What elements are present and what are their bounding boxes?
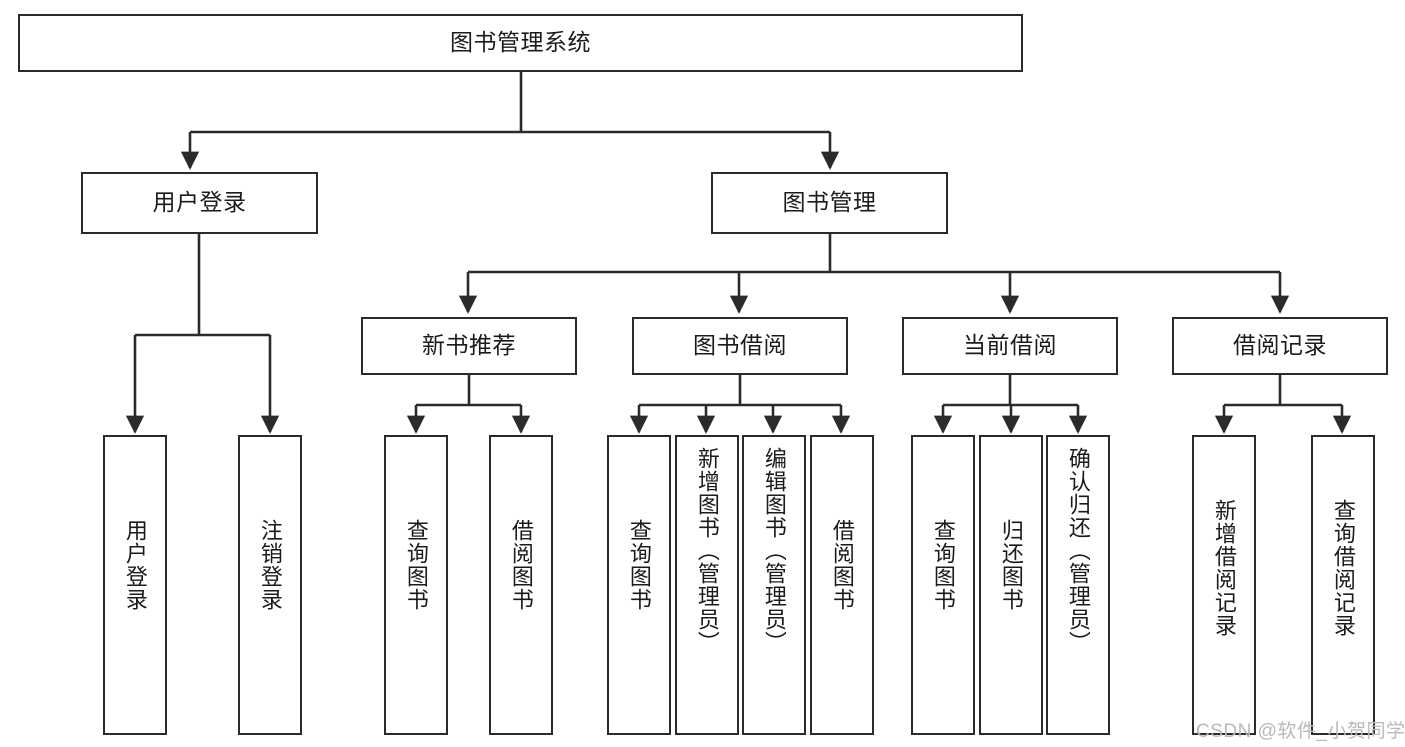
node-leaf-logout-login-label: 注销登录 xyxy=(258,519,282,611)
node-book-management[interactable]: 图书管理 xyxy=(711,172,948,234)
node-leaf-query-book-2-label: 查询图书 xyxy=(627,519,651,611)
node-leaf-logout-login[interactable]: 注销登录 xyxy=(238,435,302,735)
node-leaf-query-borrow-record[interactable]: 查询借阅记录 xyxy=(1311,435,1375,735)
node-leaf-borrow-book-2-label: 借阅图书 xyxy=(830,519,854,611)
node-leaf-confirm-return-label: 确认归还（管理员） xyxy=(1066,447,1090,654)
node-leaf-return-book-label: 归还图书 xyxy=(999,519,1023,611)
node-book-borrow[interactable]: 图书借阅 xyxy=(632,317,848,375)
node-leaf-add-book-label: 新增图书（管理员） xyxy=(695,447,719,654)
node-leaf-query-book-2[interactable]: 查询图书 xyxy=(607,435,671,735)
node-leaf-query-book-3[interactable]: 查询图书 xyxy=(911,435,975,735)
node-leaf-edit-book-label: 编辑图书（管理员） xyxy=(762,447,786,654)
node-leaf-add-borrow-record-label: 新增借阅记录 xyxy=(1212,499,1236,637)
node-root-label: 图书管理系统 xyxy=(450,29,591,56)
node-leaf-user-login-label: 用户登录 xyxy=(123,519,147,611)
node-leaf-return-book[interactable]: 归还图书 xyxy=(979,435,1043,735)
node-new-book-recommend-label: 新书推荐 xyxy=(422,332,516,359)
node-new-book-recommend[interactable]: 新书推荐 xyxy=(361,317,577,375)
node-leaf-edit-book[interactable]: 编辑图书（管理员） xyxy=(742,435,806,735)
node-leaf-add-borrow-record[interactable]: 新增借阅记录 xyxy=(1192,435,1256,735)
node-leaf-borrow-book-1[interactable]: 借阅图书 xyxy=(489,435,553,735)
node-user-login-label: 用户登录 xyxy=(153,189,247,216)
node-borrow-record-label: 借阅记录 xyxy=(1233,332,1327,359)
node-book-management-label: 图书管理 xyxy=(783,189,877,216)
node-root[interactable]: 图书管理系统 xyxy=(18,14,1023,72)
node-current-borrow[interactable]: 当前借阅 xyxy=(902,317,1118,375)
node-user-login[interactable]: 用户登录 xyxy=(81,172,318,234)
node-borrow-record[interactable]: 借阅记录 xyxy=(1172,317,1388,375)
node-leaf-borrow-book-2[interactable]: 借阅图书 xyxy=(810,435,874,735)
node-leaf-query-book-1[interactable]: 查询图书 xyxy=(384,435,448,735)
node-leaf-add-book[interactable]: 新增图书（管理员） xyxy=(675,435,739,735)
node-leaf-query-book-1-label: 查询图书 xyxy=(404,519,428,611)
node-leaf-user-login[interactable]: 用户登录 xyxy=(103,435,167,735)
node-book-borrow-label: 图书借阅 xyxy=(693,332,787,359)
node-current-borrow-label: 当前借阅 xyxy=(963,332,1057,359)
node-leaf-confirm-return[interactable]: 确认归还（管理员） xyxy=(1046,435,1110,735)
node-leaf-borrow-book-1-label: 借阅图书 xyxy=(509,519,533,611)
node-leaf-query-borrow-record-label: 查询借阅记录 xyxy=(1331,499,1355,637)
node-leaf-query-book-3-label: 查询图书 xyxy=(931,519,955,611)
csdn-watermark: CSDN @软件_小贺同学 xyxy=(1196,716,1405,743)
